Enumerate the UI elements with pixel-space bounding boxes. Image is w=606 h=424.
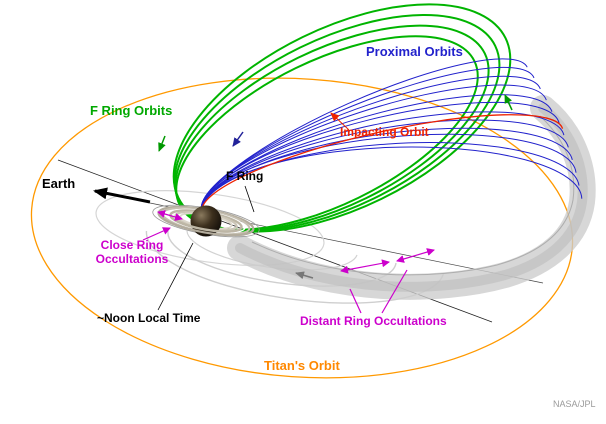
distant-occultation-double-arrow-1 xyxy=(340,259,390,274)
titans-orbit-label: Titan's Orbit xyxy=(264,358,340,373)
proximal-orbits-label: Proximal Orbits xyxy=(366,44,463,59)
orbit-direction-arrows xyxy=(158,94,513,280)
proximal-orbits-family xyxy=(200,58,583,213)
close-ring-occultations-line2: Occultations xyxy=(95,251,169,266)
earth-direction-arrow xyxy=(93,187,151,204)
f-ring-orbits-family xyxy=(172,3,512,233)
noon-local-time-label: ~Noon Local Time xyxy=(97,311,201,325)
f-ring-orbits-label: F Ring Orbits xyxy=(90,103,173,118)
gray-direction-arrow xyxy=(295,271,314,280)
close-ring-occultations-label: Close Ring Occultations xyxy=(84,238,180,267)
f-ring-pointer xyxy=(244,185,255,213)
f-ring-label: F Ring xyxy=(226,169,264,183)
green-direction-arrow-right xyxy=(504,94,513,111)
close-ring-occultations-line1: Close Ring xyxy=(100,238,164,252)
green-direction-arrow-left xyxy=(158,135,166,152)
impacting-orbit-label: Impacting Orbit xyxy=(340,125,429,139)
distant-occultation-double-arrow-2 xyxy=(396,248,435,263)
credit-label: NASA/JPL xyxy=(553,399,596,409)
saturn xyxy=(152,204,260,238)
close-occultation-double-arrow xyxy=(157,210,183,221)
impacting-orbit-path xyxy=(201,114,564,213)
impacting-orbit-pointer xyxy=(330,112,350,131)
close-occultation-pointer xyxy=(142,227,171,241)
noon-pointer xyxy=(157,242,194,311)
distant-ring-occultations-label: Distant Ring Occultations xyxy=(300,314,447,328)
distant-occultation-connector-2 xyxy=(381,269,408,314)
occultation-annotations xyxy=(142,210,435,314)
blue-direction-arrow xyxy=(232,131,244,147)
earth-label: Earth xyxy=(42,176,76,191)
distant-occultation-connector-1 xyxy=(349,288,362,314)
